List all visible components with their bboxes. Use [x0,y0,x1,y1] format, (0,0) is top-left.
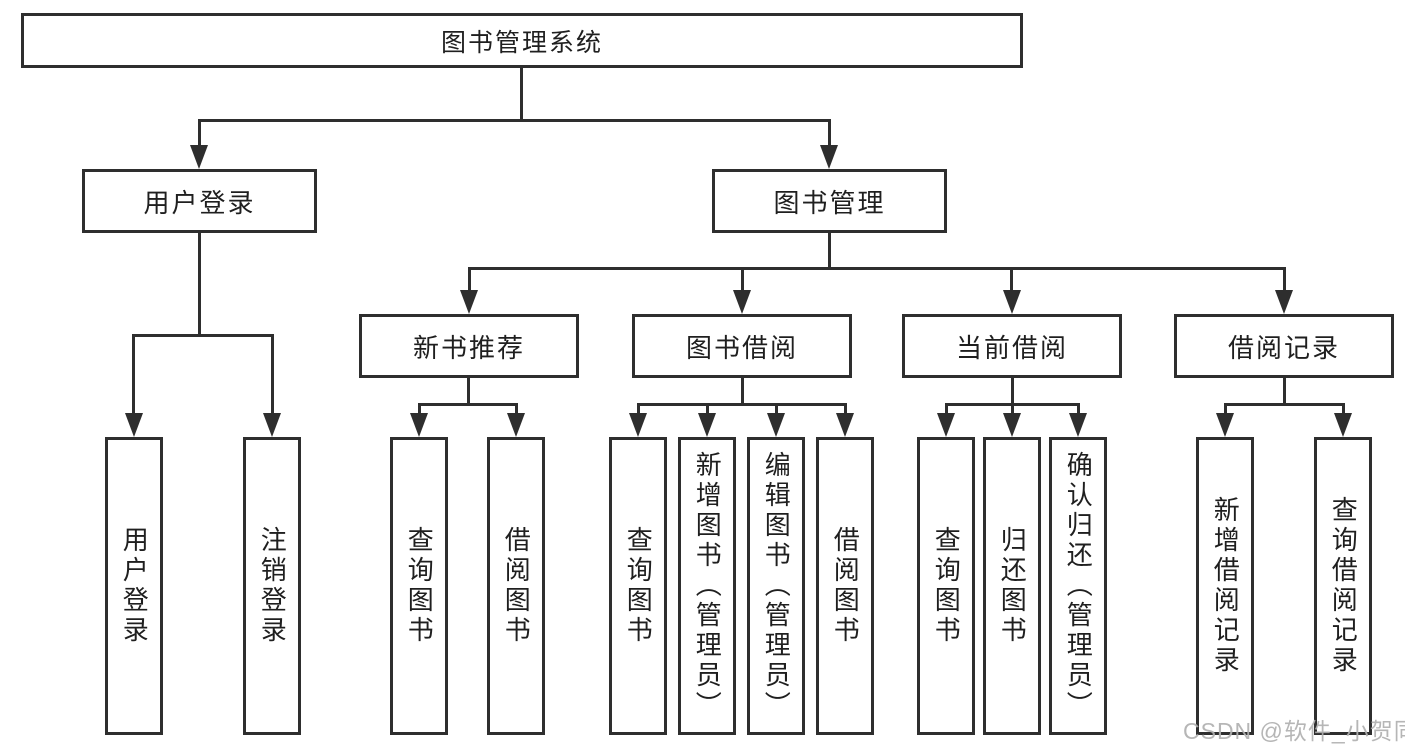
connector-line [418,403,518,406]
connector-line [1224,403,1227,415]
arrowhead-down-icon [698,413,716,437]
arrowhead-down-icon [629,413,647,437]
node-return-books: 归还图书 [983,437,1041,735]
connector-line [520,68,523,120]
node-query-borrow-record: 查询借阅记录 [1314,437,1372,735]
node-new-book-recommend: 新书推荐 [359,314,579,378]
connector-line [828,232,831,270]
connector-line [1011,377,1014,406]
node-login-action-label: 用户登录 [119,526,150,646]
connector-line [271,334,274,414]
node-borrow-books: 借阅图书 [816,437,874,735]
connector-line [198,232,201,337]
arrowhead-down-icon [410,413,428,437]
arrowhead-down-icon [1275,290,1293,314]
node-user-login-label: 用户登录 [143,187,256,218]
node-logout-action: 注销登录 [243,437,301,735]
connector-line [468,267,1286,270]
node-root-label: 图书管理系统 [440,28,603,57]
connector-line [1283,377,1286,406]
connector-line [467,377,470,406]
connector-line [1224,403,1345,406]
connector-line [1011,403,1014,415]
node-book-management: 图书管理 [712,169,947,233]
connector-line [198,119,831,122]
node-confirm-return-admin: 确认归还（管理员） [1049,437,1107,735]
connector-line [198,119,201,146]
arrowhead-down-icon [1334,413,1352,437]
node-book-borrowing-label: 图书借阅 [685,332,798,363]
connector-line [1283,267,1286,291]
node-edit-books-admin-label: 编辑图书（管理员） [761,451,792,721]
arrowhead-down-icon [460,290,478,314]
node-query-books-current: 查询图书 [917,437,975,735]
node-current-borrowing-label: 当前借阅 [955,332,1068,363]
connector-line [1342,403,1345,415]
connector-line [706,403,709,415]
connector-line [741,377,744,406]
node-add-borrow-record: 新增借阅记录 [1196,437,1254,735]
connector-line [1077,403,1080,415]
arrowhead-down-icon [767,413,785,437]
node-query-books-recommend: 查询图书 [390,437,448,735]
node-borrow-books-recommend-label: 借阅图书 [501,526,532,646]
arrowhead-down-icon [937,413,955,437]
node-add-books-admin: 新增图书（管理员） [678,437,736,735]
connector-line [132,334,274,337]
connector-line [945,403,948,415]
arrowhead-down-icon [1003,290,1021,314]
csdn-watermark: CSDN @软件_小贺同学 [1183,718,1405,744]
connector-line [468,267,471,291]
arrowhead-down-icon [1069,413,1087,437]
arrowhead-down-icon [1216,413,1234,437]
node-query-books-borrow: 查询图书 [609,437,667,735]
node-login-action: 用户登录 [105,437,163,735]
arrowhead-down-icon [733,290,751,314]
node-confirm-return-admin-label: 确认归还（管理员） [1063,451,1094,721]
arrowhead-down-icon [1003,413,1021,437]
arrowhead-down-icon [820,145,838,169]
node-borrow-records-label: 借阅记录 [1227,332,1340,363]
connector-line [741,267,744,291]
node-root: 图书管理系统 [21,13,1023,68]
connector-line [515,403,518,415]
node-current-borrowing: 当前借阅 [902,314,1122,378]
connector-line [844,403,847,415]
node-add-borrow-record-label: 新增借阅记录 [1210,496,1241,676]
arrowhead-down-icon [507,413,525,437]
arrowhead-down-icon [125,413,143,437]
node-book-management-label: 图书管理 [773,187,886,218]
arrowhead-down-icon [263,413,281,437]
arrowhead-down-icon [190,145,208,169]
connector-line [637,403,640,415]
node-logout-action-label: 注销登录 [257,526,288,646]
connector-line [775,403,778,415]
node-book-borrowing: 图书借阅 [632,314,852,378]
node-query-books-borrow-label: 查询图书 [623,526,654,646]
node-return-books-label: 归还图书 [997,526,1028,646]
node-query-books-current-label: 查询图书 [931,526,962,646]
node-borrow-records: 借阅记录 [1174,314,1394,378]
connector-line [828,119,831,146]
node-query-borrow-record-label: 查询借阅记录 [1328,496,1359,676]
connector-line [637,403,847,406]
node-borrow-books-recommend: 借阅图书 [487,437,545,735]
node-user-login: 用户登录 [82,169,317,233]
node-edit-books-admin: 编辑图书（管理员） [747,437,805,735]
node-add-books-admin-label: 新增图书（管理员） [692,451,723,721]
arrowhead-down-icon [836,413,854,437]
node-borrow-books-label: 借阅图书 [830,526,861,646]
connector-line [1010,267,1013,291]
node-query-books-recommend-label: 查询图书 [404,526,435,646]
node-new-book-recommend-label: 新书推荐 [412,332,525,363]
connector-line [418,403,421,415]
connector-line [132,334,135,414]
